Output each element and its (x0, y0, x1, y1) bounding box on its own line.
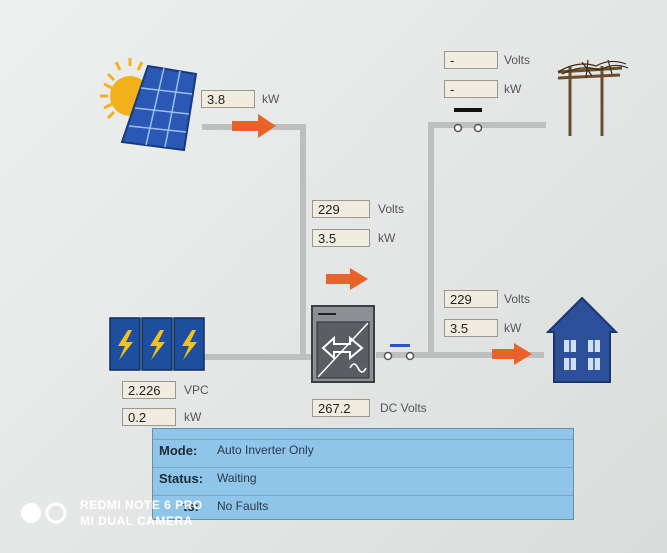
house-volts-unit: Volts (504, 292, 531, 306)
battery-wire (200, 354, 312, 360)
inverter-flow-arrow-icon (326, 268, 368, 290)
grid-switch-icon (453, 108, 483, 133)
battery-vpc-field: 2.226 (122, 381, 176, 399)
grid-wire-horizontal (428, 122, 546, 128)
grid-wire-vertical (428, 122, 434, 358)
watermark-model: REDMI NOTE 6 PRO (80, 498, 203, 512)
inverter-power-field: 3.5 (312, 229, 370, 247)
battery-power-unit: kW (184, 410, 202, 424)
battery-bank-icon (109, 317, 205, 371)
mode-label: Mode: (159, 443, 198, 458)
inverter-volts-field: 229 (312, 200, 370, 218)
status-row: Status: Waiting (153, 467, 573, 490)
grid-power-unit: kW (504, 82, 522, 96)
house-power-unit: kW (504, 321, 522, 335)
grid-power-field: - (444, 80, 498, 98)
status-panel: Mode: Auto Inverter Only Status: Waiting… (152, 428, 574, 520)
solar-power-field: 3.8 (201, 90, 255, 108)
grid-volts-unit: Volts (504, 53, 531, 67)
dc-switch-icon (383, 344, 415, 361)
mode-row: Mode: Auto Inverter Only (153, 439, 573, 462)
battery-vpc-unit: VPC (184, 383, 209, 397)
house-volts-field: 229 (444, 290, 498, 308)
dc-volts-unit: DC Volts (380, 401, 427, 415)
solar-wire-vertical (300, 124, 306, 360)
battery-power-field: 0.2 (122, 408, 176, 426)
house-wire (376, 352, 544, 358)
solar-power-unit: kW (262, 92, 280, 106)
inverter-icon (311, 305, 375, 383)
watermark-camera: MI DUAL CAMERA (80, 514, 193, 528)
faults-label: ts: (183, 499, 199, 514)
camera-lens-icon (21, 502, 67, 524)
solar-flow-arrow-icon (232, 114, 276, 138)
inverter-volts-unit: Volts (378, 202, 405, 216)
dc-volts-field: 267.2 (312, 399, 370, 417)
solar-panel-icon (100, 58, 198, 152)
faults-row: ts: No Faults (153, 495, 573, 518)
faults-value: No Faults (217, 499, 269, 513)
status-label: Status: (159, 471, 204, 486)
house-flow-arrow-icon (492, 343, 532, 365)
camera-watermark: REDMI NOTE 6 PRO MI DUAL CAMERA (18, 498, 202, 533)
status-value: Waiting (217, 471, 257, 485)
mode-value: Auto Inverter Only (217, 443, 314, 457)
grid-volts-field: - (444, 51, 498, 69)
house-power-field: 3.5 (444, 319, 498, 337)
utility-pole-icon (557, 59, 629, 136)
house-icon (546, 296, 618, 383)
inverter-power-unit: kW (378, 231, 396, 245)
